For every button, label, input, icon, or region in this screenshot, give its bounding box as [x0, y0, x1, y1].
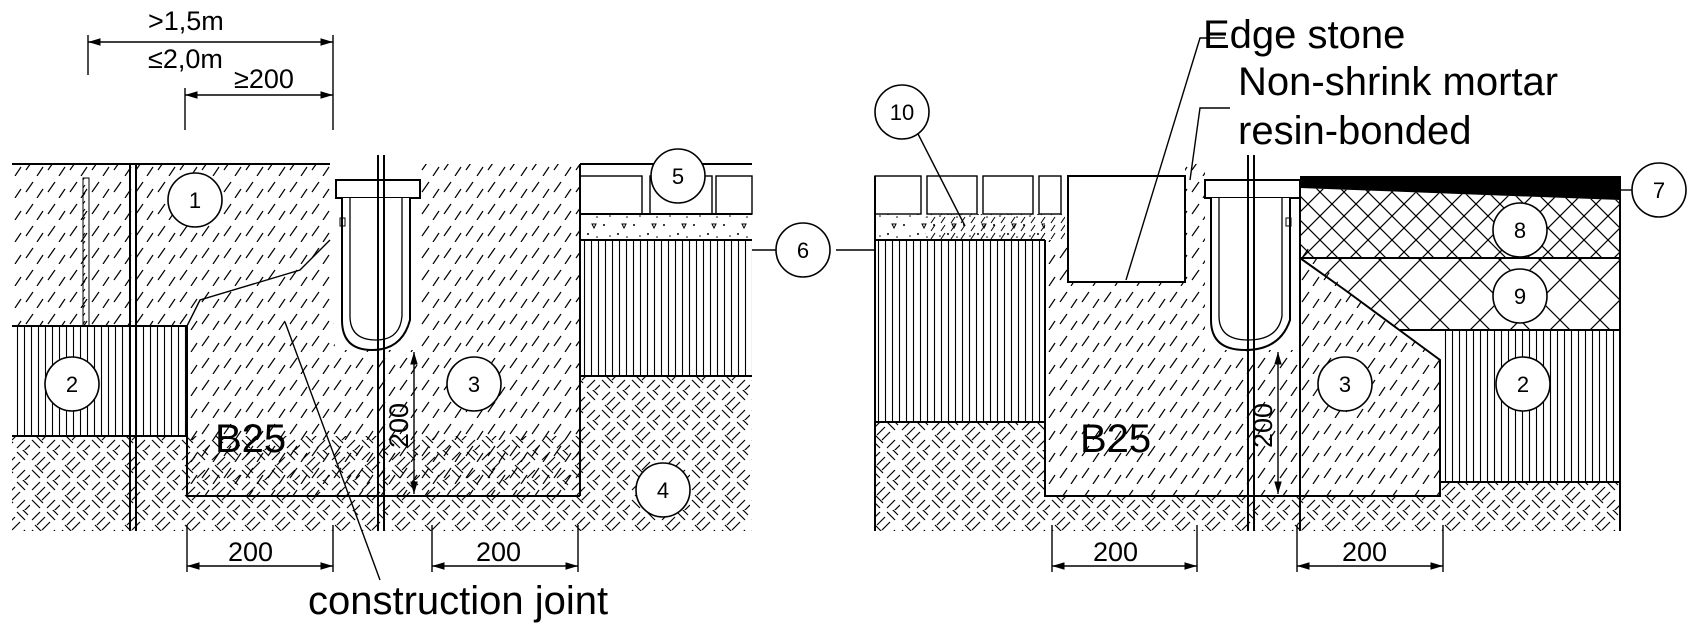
base-layer-right-left	[875, 240, 1045, 422]
dim-left-bottom-2: 200	[476, 537, 521, 567]
concrete-label-right: B25	[1080, 417, 1151, 461]
concrete-b25-right	[1045, 164, 1440, 496]
pavers-right	[874, 175, 1062, 215]
svg-text:2: 2	[1517, 372, 1529, 397]
dim-right-bottom-1: 200	[1093, 537, 1138, 567]
callout-2-left: 2	[44, 356, 100, 412]
asphalt-surface-7	[1300, 176, 1620, 200]
post-left	[129, 164, 137, 531]
svg-text:6: 6	[797, 238, 809, 263]
dim-right-depth: 200	[1248, 403, 1278, 448]
concrete-b25-left	[187, 164, 580, 496]
layer-8	[1300, 188, 1620, 258]
callout-bubbles: 1 2 3 4 5 6 10 3 2 8 9 7	[44, 84, 1687, 518]
callout-3-left: 3	[446, 356, 502, 412]
callout-1: 1	[167, 172, 223, 228]
svg-text:8: 8	[1514, 218, 1526, 243]
svg-text:5: 5	[672, 164, 684, 189]
svg-text:4: 4	[657, 478, 669, 503]
centerline-left	[377, 155, 385, 531]
subsoil-right-left	[875, 422, 1045, 531]
callout-9: 9	[1492, 268, 1548, 324]
channel-drain-right	[1204, 179, 1301, 352]
centerline-right	[1247, 155, 1255, 531]
joint-strip-left	[82, 177, 90, 327]
svg-text:3: 3	[1339, 372, 1351, 397]
dim-top-offset: ≥200	[234, 64, 294, 94]
svg-text:10: 10	[890, 100, 914, 125]
dim-top-min: >1,5m	[148, 6, 224, 36]
svg-text:3: 3	[468, 372, 480, 397]
callout-4: 4	[635, 462, 691, 518]
svg-text:9: 9	[1514, 284, 1526, 309]
subsoil-right	[1440, 482, 1620, 531]
base-layer-right-of-left	[580, 240, 752, 376]
dimension-lines	[87, 35, 1444, 572]
base-layer-left-inner	[130, 326, 187, 436]
svg-text:2: 2	[66, 372, 78, 397]
callout-5: 5	[650, 148, 706, 204]
dim-left-depth: 200	[384, 403, 414, 448]
dimension-texts: >1,5m ≤2,0m ≥200 200 200 200 200 200 200	[148, 6, 1387, 567]
svg-text:7: 7	[1653, 178, 1665, 203]
mortar-label-line1: Non-shrink mortar	[1238, 60, 1558, 104]
dim-top-max: ≤2,0m	[148, 44, 223, 74]
left-section	[12, 155, 753, 531]
surface-slab-left	[12, 164, 130, 326]
bedding-layer-6	[580, 214, 752, 240]
text-labels: construction joint Edge stone Non-shrink…	[215, 13, 1558, 623]
subsoil-right-mid	[1045, 496, 1440, 531]
callout-7: 7	[1631, 162, 1687, 218]
callout-10: 10	[874, 84, 930, 140]
callout-8: 8	[1492, 202, 1548, 258]
leader-lines	[284, 37, 1632, 581]
edge-stone	[1067, 175, 1186, 283]
callout-2-right: 2	[1495, 356, 1551, 412]
svg-text:1: 1	[189, 188, 201, 213]
dim-left-bottom-1: 200	[228, 537, 273, 567]
callout-6: 6	[775, 222, 831, 278]
mortar-layer-10	[925, 214, 1065, 240]
construction-joint-label: construction joint	[308, 579, 608, 623]
callout-3-right: 3	[1317, 356, 1373, 412]
mortar-label-line2: resin-bonded	[1238, 109, 1472, 153]
edge-stone-label: Edge stone	[1203, 13, 1405, 57]
dim-right-bottom-2: 200	[1342, 537, 1387, 567]
concrete-label-left: B25	[215, 417, 286, 461]
